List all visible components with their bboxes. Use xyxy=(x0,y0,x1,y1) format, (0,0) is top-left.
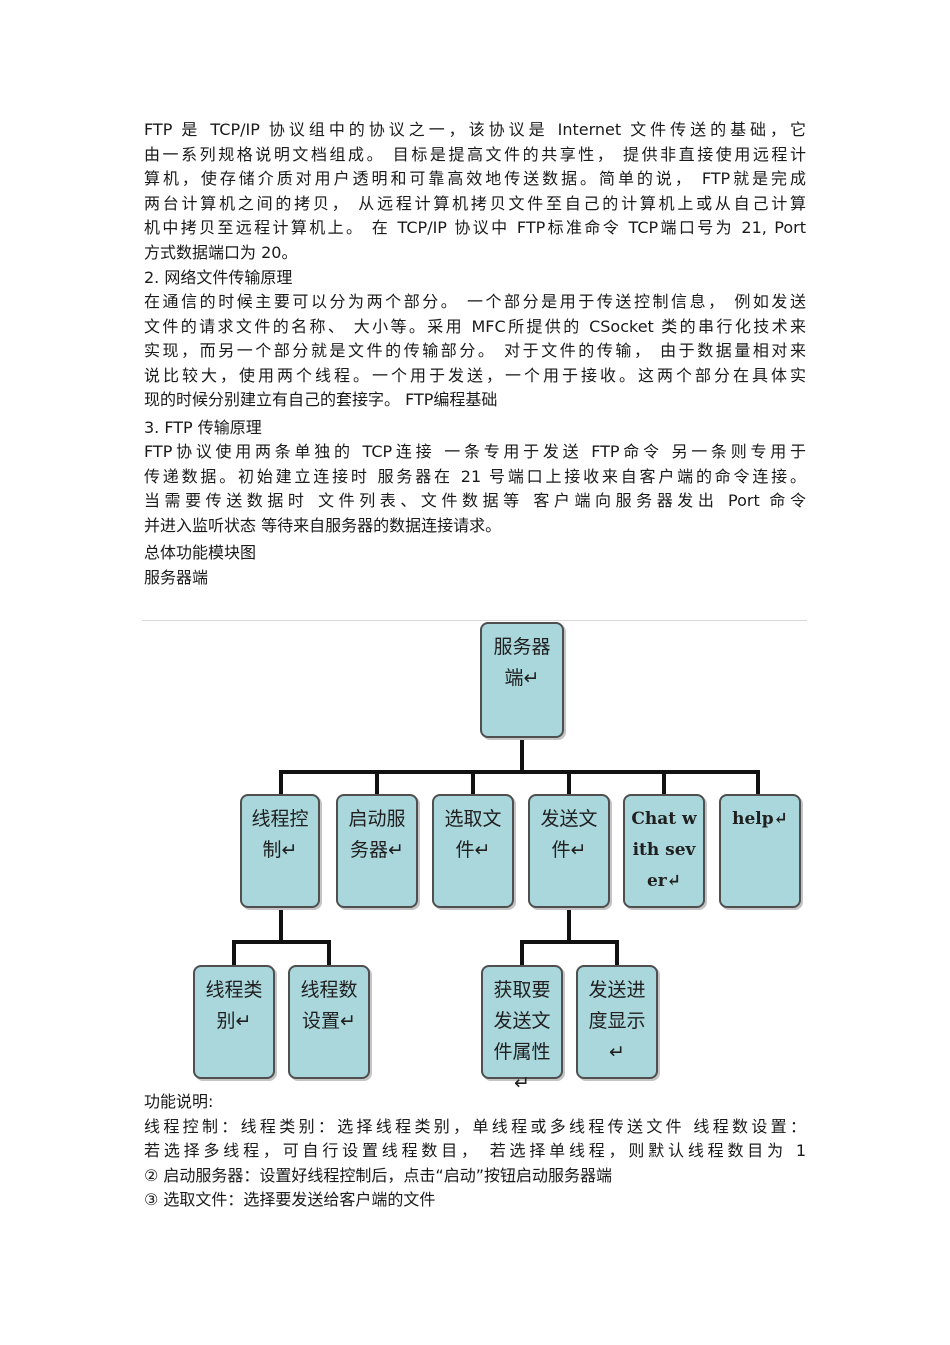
node-thread-count: 线程数设置↵ xyxy=(288,965,370,1079)
function-line: 线程控制：线程类别：选择线程类别，单线程或多线程传送文件 线程数设置： xyxy=(144,1116,806,1136)
intro-line: 机中拷贝至远程计算机上。 在 TCP/IP 协议中 FTP标准命令 TCP端口号… xyxy=(144,218,806,237)
function-title: 功能说明: xyxy=(144,1092,214,1111)
section-2-paragraph: 在通信的时候主要可以分为两个部分。 一个部分是用于传送控制信息， 例如发送 文件… xyxy=(144,290,806,413)
intro-line: FTP 是 TCP/IP 协议组中的协议之一，该协议是 Internet 文件传… xyxy=(144,120,806,139)
node-start-server: 启动服务器↵ xyxy=(336,794,418,908)
function-module-diagram: 服务器端↵ 线程控制↵ 启动服务器↵ 选取文件↵ 发送文件↵ Chat with… xyxy=(142,620,807,1094)
section-2-heading: 2. 网络文件传输原理 xyxy=(144,266,806,291)
node-thread-type: 线程类别↵ xyxy=(193,965,275,1079)
node-chat-with-server: Chat with sever↵ xyxy=(623,794,705,908)
node-help: help↵ xyxy=(719,794,801,908)
server-label-text: 服务器端 xyxy=(144,568,209,587)
section-heading: 3. FTP 传输原理 xyxy=(144,418,262,437)
section-2-line: 在通信的时候主要可以分为两个部分。 一个部分是用于传送控制信息， 例如发送 xyxy=(144,292,806,311)
node-send-progress: 发送进度显示↵ xyxy=(576,965,658,1079)
section-3-line: 当需要传送数据时 文件列表、文件数据等 客户端向服务器发出 Port 命令 xyxy=(144,491,806,510)
server-label: 服务器端 xyxy=(144,566,806,591)
node-server: 服务器端↵ xyxy=(480,622,564,738)
section-3-line: FTP协议使用两条单独的 TCP连接 一条专用于发送 FTP命令 另一条则专用于 xyxy=(144,442,806,461)
section-2-line: 文件的请求文件的名称、 大小等。采用 MFC所提供的 CSocket 类的串行化… xyxy=(144,316,806,336)
function-line: ② 启动服务器：设置好线程控制后，点击“启动”按钮启动服务器端 xyxy=(144,1165,613,1185)
function-line: 若选择多线程，可自行设置线程数目， 若选择单线程，则默认线程数目为 1 xyxy=(144,1141,806,1160)
node-thread-control: 线程控制↵ xyxy=(240,794,320,908)
diagram-connectors xyxy=(142,620,807,967)
section-3-line: 传递数据。初始建立连接时 服务器在 21 号端口上接收来自客户端的命令连接。 xyxy=(144,466,806,486)
intro-line: 算机，使存储介质对用户透明和可靠高效地传送数据。简单的说， FTP就是完成 xyxy=(144,169,806,188)
node-send-file: 发送文件↵ xyxy=(528,794,610,908)
function-description: 功能说明: 线程控制：线程类别：选择线程类别，单线程或多线程传送文件 线程数设置… xyxy=(144,1090,806,1213)
intro-line: 两台计算机之间的拷贝， 从远程计算机拷贝文件至自己的计算机上或从自己计算 xyxy=(144,193,806,213)
section-3-paragraph: FTP协议使用两条单独的 TCP连接 一条专用于发送 FTP命令 另一条则专用于… xyxy=(144,440,806,538)
section-3-heading: 3. FTP 传输原理 xyxy=(144,416,806,441)
intro-line: 由一系列规格说明文档组成。 目标是提高文件的共享性， 提供非直接使用远程计 xyxy=(144,144,806,164)
overview-label-text: 总体功能模块图 xyxy=(144,543,257,562)
section-heading: 2. 网络文件传输原理 xyxy=(144,268,293,287)
section-2-line: 实现，而另一个部分就是文件的传输部分。 对于文件的传输， 由于数据量相对来 xyxy=(144,341,806,360)
intro-line: 方式数据端口为 20。 xyxy=(144,242,298,262)
overview-label: 总体功能模块图 xyxy=(144,541,806,566)
node-select-file: 选取文件↵ xyxy=(432,794,514,908)
section-2-line: 说比较大，使用两个线程。一个用于发送，一个用于接收。这两个部分在具体实 xyxy=(144,365,806,385)
function-line: ③ 选取文件：选择要发送给客户端的文件 xyxy=(144,1190,436,1209)
section-2-line: 现的时候分别建立有自己的套接字。 FTP编程基础 xyxy=(144,390,498,409)
intro-paragraph: FTP 是 TCP/IP 协议组中的协议之一，该协议是 Internet 文件传… xyxy=(144,118,806,265)
section-3-line: 并进入监听状态 等待来自服务器的数据连接请求。 xyxy=(144,515,502,535)
node-get-file-attributes: 获取要发送文件属性↵ xyxy=(481,965,563,1094)
